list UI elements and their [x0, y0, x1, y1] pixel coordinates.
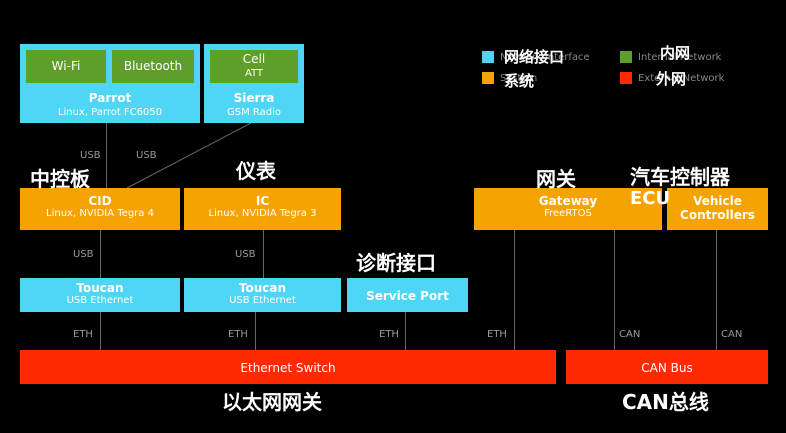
legend-label-network-interface: Network Interface: [500, 52, 590, 63]
ic-title: IC: [255, 194, 270, 208]
vehicle-title-line2: Controllers: [680, 208, 755, 222]
sierra-node: Cell ATT Sierra GSM Radio: [204, 44, 304, 123]
annotation-ecu-title: 汽车控制器: [630, 165, 730, 189]
link-label-usb-ic: USB: [235, 249, 256, 260]
toucan1-title: Toucan: [76, 281, 124, 295]
link-toucan2-switch: [255, 312, 256, 350]
parrot-title: Parrot: [88, 91, 132, 105]
can-bus-title: CAN Bus: [641, 361, 693, 375]
cid-node: CID Linux, NVIDIA Tegra 4: [20, 188, 180, 230]
toucan-node-2: Toucan USB Ethernet: [184, 278, 341, 312]
link-label-usb-parrot: USB: [80, 150, 101, 161]
link-label-usb-sierra: USB: [136, 150, 157, 161]
ethernet-switch-node: Ethernet Switch: [20, 350, 556, 384]
annotation-ethernet-gateway: 以太网网关: [222, 390, 322, 414]
service-port-node: Service Port: [347, 278, 468, 312]
legend-cn-system: 系统: [504, 72, 535, 90]
link-toucan1-switch: [100, 312, 101, 350]
toucan1-subtitle: USB Ethernet: [66, 295, 134, 306]
legend-cn-network-interface: 网络接口: [504, 48, 565, 66]
annotation-yibiao: 仪表: [236, 159, 276, 183]
ic-node: IC Linux, NVIDIA Tegra 3: [184, 188, 341, 230]
annotation-can-total: CAN总线: [622, 390, 709, 414]
link-label-eth3: ETH: [379, 329, 399, 340]
link-cid-toucan1: [100, 230, 101, 278]
parrot-subtitle: Linux, Parrot FC6050: [57, 107, 163, 118]
legend-cn-internal-network: 内网: [660, 44, 691, 62]
sierra-title: Sierra: [233, 91, 275, 105]
link-ic-toucan2: [263, 230, 264, 278]
legend-label-internal-network: Internal Network: [638, 52, 722, 63]
sierra-subtitle: GSM Radio: [226, 107, 281, 118]
vehicle-controllers-node: Vehicle Controllers: [667, 188, 768, 230]
legend-label-system: System: [500, 73, 538, 84]
legend-swatch-system: [482, 72, 494, 84]
annotation-ecu: ECU: [630, 188, 671, 209]
link-label-can2: CAN: [721, 329, 743, 340]
gateway-subtitle: FreeRTOS: [544, 208, 592, 219]
cid-subtitle: Linux, NVIDIA Tegra 4: [46, 208, 154, 219]
service-port-title: Service Port: [366, 289, 449, 303]
annotation-wangguan: 网关: [536, 167, 576, 191]
legend-cn-external-network: 外网: [656, 70, 687, 88]
att-label: ATT: [244, 68, 264, 79]
cell-module: Cell ATT: [210, 50, 298, 83]
parrot-node: Wi-Fi Bluetooth Parrot Linux, Parrot FC6…: [20, 44, 200, 123]
ic-subtitle: Linux, NVIDIA Tegra 3: [208, 208, 317, 219]
cid-title: CID: [88, 194, 112, 208]
legend-swatch-internal-network: [620, 51, 632, 63]
link-service-switch: [405, 312, 406, 350]
toucan2-title: Toucan: [238, 281, 287, 295]
link-parrot-cid: [106, 123, 107, 189]
toucan2-subtitle: USB Ethernet: [229, 295, 296, 306]
link-label-eth2: ETH: [228, 329, 248, 340]
annotation-zhongkongban: 中控板: [30, 167, 90, 191]
gateway-title: Gateway: [538, 194, 598, 208]
legend-swatch-network-interface: [482, 51, 494, 63]
annotation-zhenduan: 诊断接口: [356, 251, 436, 275]
bluetooth-module: Bluetooth: [112, 50, 194, 83]
can-bus-node: CAN Bus: [566, 350, 768, 384]
link-gateway-can: [614, 230, 615, 350]
toucan-node-1: Toucan USB Ethernet: [20, 278, 180, 312]
link-gateway-switch: [514, 230, 515, 350]
link-vehicle-can: [716, 230, 717, 350]
wifi-module: Wi-Fi: [26, 50, 106, 83]
link-label-can1: CAN: [619, 329, 641, 340]
cell-label: Cell: [242, 52, 266, 66]
link-label-eth1: ETH: [73, 329, 93, 340]
link-label-eth4: ETH: [487, 329, 507, 340]
gateway-node: Gateway FreeRTOS: [474, 188, 662, 230]
legend-label-external-network: External Network: [638, 73, 725, 84]
ethernet-switch-title: Ethernet Switch: [240, 361, 336, 375]
vehicle-title: Vehicle: [693, 194, 742, 208]
link-label-usb-cid: USB: [73, 249, 94, 260]
legend-swatch-external-network: [620, 72, 632, 84]
